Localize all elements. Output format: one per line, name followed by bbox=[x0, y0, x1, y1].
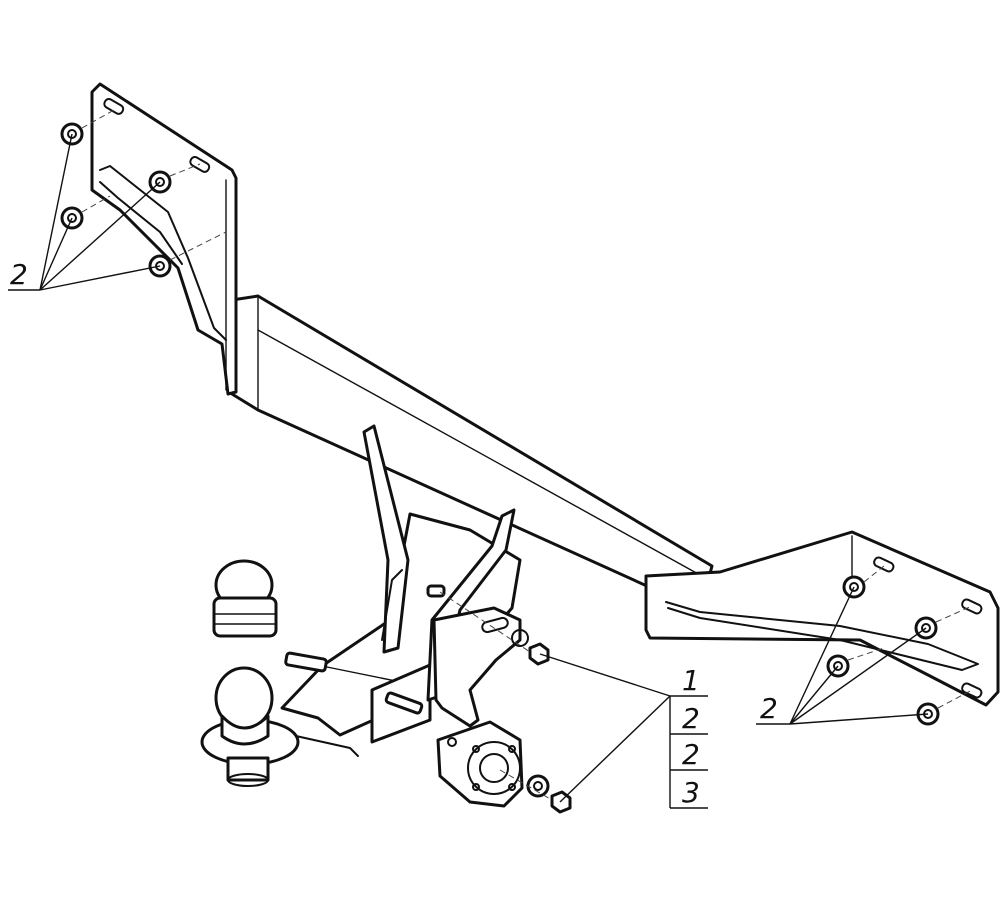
callout-stack: 1 2 2 3 bbox=[539, 653, 708, 809]
bolts-and-pins bbox=[284, 584, 529, 715]
callout-stack-2b: 2 bbox=[682, 738, 700, 771]
left-support-strut bbox=[362, 424, 410, 654]
right-mounting-bracket bbox=[644, 530, 1000, 707]
socket-plate bbox=[432, 606, 524, 808]
spare-tow-ball bbox=[212, 559, 278, 638]
callout-left-label: 2 bbox=[10, 258, 28, 291]
callout-stack-3: 3 bbox=[682, 776, 700, 809]
nut-top bbox=[528, 642, 550, 666]
washer-lower bbox=[526, 774, 550, 798]
callout-right-2: 2 bbox=[756, 586, 929, 725]
callout-stack-1: 1 bbox=[682, 664, 700, 697]
callout-right-label: 2 bbox=[760, 692, 778, 725]
callout-stack-2a: 2 bbox=[682, 702, 700, 735]
fasteners bbox=[60, 122, 940, 814]
ball-mount bbox=[200, 666, 359, 787]
left-mounting-bracket bbox=[90, 82, 238, 396]
callout-left-2: 2 bbox=[8, 133, 161, 291]
assembly-axes bbox=[81, 109, 973, 801]
